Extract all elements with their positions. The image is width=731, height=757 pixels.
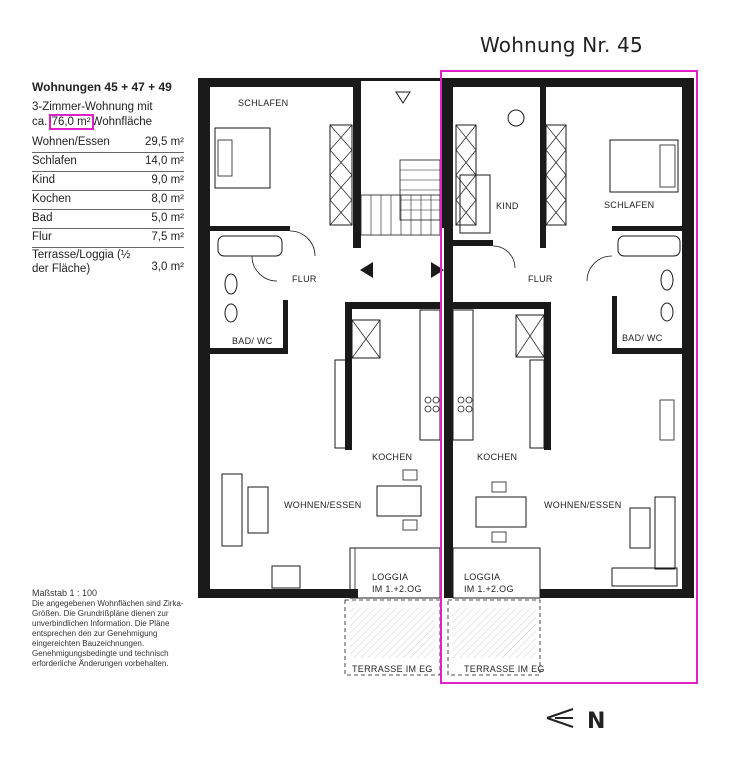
area-row-value: 3,0 m² xyxy=(151,261,184,273)
room-label: TERRASSE IM EG xyxy=(464,664,545,674)
area-row-label: Bad xyxy=(32,212,53,224)
area-value-highlight: 76,0 m² xyxy=(48,114,94,130)
area-suffix: Wohnfläche xyxy=(91,116,153,128)
area-prefix: ca. xyxy=(32,116,48,128)
area-row-label: Flur xyxy=(32,231,52,243)
area-row: Wohnen/Essen 29,5 m² xyxy=(32,134,184,153)
area-row-value: 5,0 m² xyxy=(151,212,184,224)
area-row: Bad 5,0 m² xyxy=(32,210,184,229)
room-label: KIND xyxy=(496,201,519,211)
info-area-line: ca. 76,0 m²Wohnfläche xyxy=(32,114,184,130)
area-row: Schlafen 14,0 m² xyxy=(32,153,184,172)
room-label: SCHLAFEN xyxy=(604,200,654,210)
room-label: LOGGIA xyxy=(464,572,500,582)
area-row: Flur 7,5 m² xyxy=(32,229,184,248)
room-label: BAD/ WC xyxy=(622,333,663,343)
area-row-label: Schlafen xyxy=(32,155,77,167)
area-table: Wohnen/Essen 29,5 m² Schlafen 14,0 m² Kind… xyxy=(32,134,184,276)
room-label: KOCHEN xyxy=(372,452,412,462)
room-label: KOCHEN xyxy=(477,452,517,462)
north-arrow-icon: N xyxy=(546,708,605,734)
area-row-value: 14,0 m² xyxy=(145,155,184,167)
room-label: TERRASSE IM EG xyxy=(352,664,433,674)
area-row-value: 7,5 m² xyxy=(151,231,184,243)
area-row: Kochen 8,0 m² xyxy=(32,191,184,210)
room-label: FLUR xyxy=(292,274,317,284)
scale-note: Maßstab 1 : 100 Die angegebenen Wohnfläc… xyxy=(32,588,202,669)
room-label: WOHNEN/ESSEN xyxy=(544,500,622,510)
room-label: BAD/ WC xyxy=(232,336,273,346)
area-row-label: Kind xyxy=(32,174,56,186)
area-row-value: 8,0 m² xyxy=(151,193,184,205)
area-row-value: 29,5 m² xyxy=(145,136,184,148)
left-apartment xyxy=(198,78,444,676)
area-row-label: Wohnen/Essen xyxy=(32,136,110,148)
info-panel: Wohnungen 45 + 47 + 49 3-Zimmer-Wohnung … xyxy=(32,80,184,276)
area-row-terrace: Terrasse/Loggia (½ der Fläche) 3,0 m² xyxy=(32,248,184,276)
area-row-value: 9,0 m² xyxy=(151,174,184,186)
area-row-label: Kochen xyxy=(32,193,72,205)
info-subtitle: 3-Zimmer-Wohnung mit xyxy=(32,101,153,113)
right-apartment xyxy=(444,78,694,676)
page-title: Wohnung Nr. 45 xyxy=(480,33,643,57)
north-label: N xyxy=(587,709,605,734)
room-label: WOHNEN/ESSEN xyxy=(284,500,362,510)
room-label: LOGGIA xyxy=(372,572,408,582)
room-label: IM 1.+2.OG xyxy=(464,584,514,594)
room-label: FLUR xyxy=(528,274,553,284)
info-heading: Wohnungen 45 + 47 + 49 xyxy=(32,80,172,94)
room-label: SCHLAFEN xyxy=(238,98,288,108)
area-row-label: Terrasse/Loggia (½ der Fläche) xyxy=(32,249,131,275)
room-label: IM 1.+2.OG xyxy=(372,584,422,594)
scale-disclaimer: Die angegebenen Wohnflächen sind Zirka-G… xyxy=(32,599,184,668)
area-row: Kind 9,0 m² xyxy=(32,172,184,191)
scale-title: Maßstab 1 : 100 xyxy=(32,588,98,598)
apartment-highlight xyxy=(440,70,698,684)
